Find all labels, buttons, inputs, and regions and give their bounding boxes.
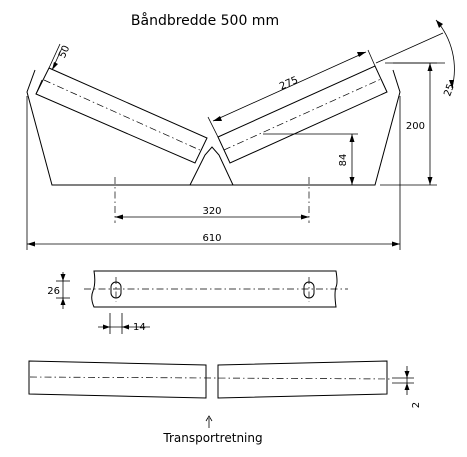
top-centerline — [29, 376, 393, 380]
dim-label-14: 14 — [133, 322, 146, 333]
dim-label-2: 2 — [411, 402, 422, 408]
dim-label-25: 25 — [442, 82, 457, 98]
dimension-25-angle: 25 — [375, 19, 457, 98]
drawing-title: Båndbredde 500 mm — [131, 12, 279, 29]
dim-label-200: 200 — [406, 121, 425, 132]
dim-label-50: 50 — [57, 44, 72, 60]
left-roll-top — [28, 360, 207, 399]
bar-view: 26 14 — [47, 270, 348, 334]
right-roll — [217, 65, 388, 164]
dimension-2: 2 — [392, 366, 422, 408]
left-roll — [35, 67, 208, 164]
right-roll-top — [217, 360, 388, 399]
center-bracket — [189, 146, 234, 186]
dimension-275: 275 — [207, 49, 376, 138]
bar-outline — [91, 270, 338, 308]
transport-direction-label: Transportretning — [162, 431, 262, 445]
dimension-320: 320 — [115, 206, 309, 220]
dimension-26: 26 — [47, 272, 70, 309]
top-view: 2 Transportretning — [28, 360, 422, 445]
dim-label-275: 275 — [278, 75, 300, 93]
transport-arrow-icon — [205, 415, 213, 428]
dim-label-320: 320 — [202, 206, 221, 217]
dim-label-26: 26 — [47, 286, 60, 297]
dim-label-610: 610 — [202, 233, 221, 244]
dimension-200: 200 — [380, 62, 437, 186]
dimension-610: 610 — [26, 96, 401, 250]
dimension-50: 50 — [35, 43, 72, 95]
dimension-84: 84 — [263, 133, 358, 185]
dim-label-84: 84 — [338, 154, 349, 167]
front-view: 320 610 50 275 — [26, 19, 457, 250]
dimension-14: 14 — [98, 313, 150, 334]
